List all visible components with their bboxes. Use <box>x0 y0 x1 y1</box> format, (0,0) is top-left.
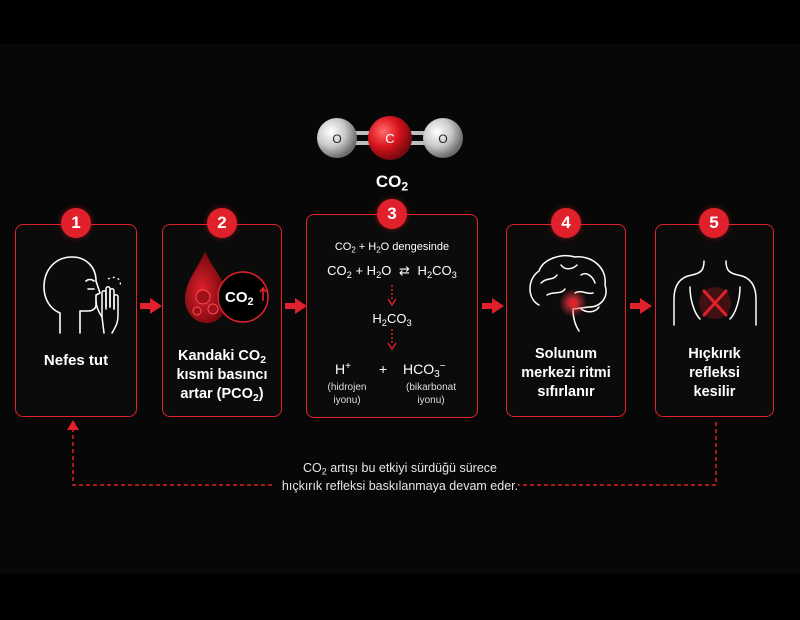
step-2-box: CO2 Kandaki CO2 kısmi basıncı artar (PCO… <box>162 224 282 417</box>
equilibrium-caption: CO2 + H2O dengesinde <box>334 241 450 255</box>
step-5-line-2: refleksi <box>689 365 740 381</box>
plus-sign: + <box>379 361 388 377</box>
arrow-1-to-2-icon <box>140 298 162 314</box>
bicarbonate-ion: HCO3− <box>403 360 446 381</box>
hydrogen-ion: H+ <box>335 360 352 377</box>
blood-drop-co2-icon <box>185 251 269 323</box>
step-2-line-3: artar (PCO2) <box>180 386 264 405</box>
dashed-down-arrow-icon <box>387 285 397 307</box>
molecule-right-atom: O <box>438 132 447 146</box>
step-4-badge: 4 <box>551 208 581 238</box>
step-1-badge: 1 <box>61 208 91 238</box>
co2-molecule-icon: O C O <box>317 116 463 160</box>
step-5-line-3: kesilir <box>693 384 736 400</box>
step-2-line-1: Kandaki CO2 <box>178 348 266 367</box>
carbonic-acid: H2CO3 <box>372 311 412 328</box>
step-4-line-1: Solunum <box>534 346 598 362</box>
step-1-text: Nefes tut <box>43 352 109 369</box>
molecule-center-atom: C <box>385 131 394 146</box>
equilibrium-arrow-icon: ⇄ <box>399 263 410 278</box>
step-5-box: Hıçkırık refleksi kesilir <box>655 224 774 417</box>
co2-badge-label: CO2 <box>225 289 254 309</box>
feedback-note: CO2 artışı bu etkiyi sürdüğü sürece hıçk… <box>240 459 560 495</box>
step-1-box: Nefes tut <box>15 224 137 417</box>
arrow-4-to-5-icon <box>630 298 652 314</box>
feedback-note-line-2: hıçkırık refleksi baskılanmaya devam ede… <box>281 479 519 493</box>
molecule-left-atom: O <box>332 132 341 146</box>
arrow-3-to-4-icon <box>482 298 504 314</box>
dashed-down-arrow-icon <box>387 329 397 351</box>
step-4-box: Solunum merkezi ritmi sıfırlanır <box>506 224 626 417</box>
step-4-line-3: sıfırlanır <box>537 384 595 400</box>
molecule-label: CO2 <box>375 172 409 194</box>
step-5-line-1: Hıçkırık <box>688 346 741 362</box>
step-4-line-2: merkezi ritmi <box>521 365 611 381</box>
torso-x-icon <box>673 260 757 326</box>
step-5-badge: 5 <box>699 208 729 238</box>
step-2-badge: 2 <box>207 208 237 238</box>
arrow-2-to-3-icon <box>285 298 307 314</box>
step-3-badge: 3 <box>377 199 407 229</box>
step-2-line-2: kısmi basıncı <box>176 367 268 383</box>
step-3-box: CO2 + H2O dengesinde CO2 + H2O ⇄ H2CO3 H… <box>306 214 478 418</box>
brain-icon <box>529 255 607 332</box>
equilibrium-equation: CO2 + H2O ⇄ H2CO3 <box>327 263 457 280</box>
person-holding-breath-icon <box>43 256 122 334</box>
feedback-note-line-1: CO2 artışı bu etkiyi sürdüğü sürece <box>303 461 497 477</box>
